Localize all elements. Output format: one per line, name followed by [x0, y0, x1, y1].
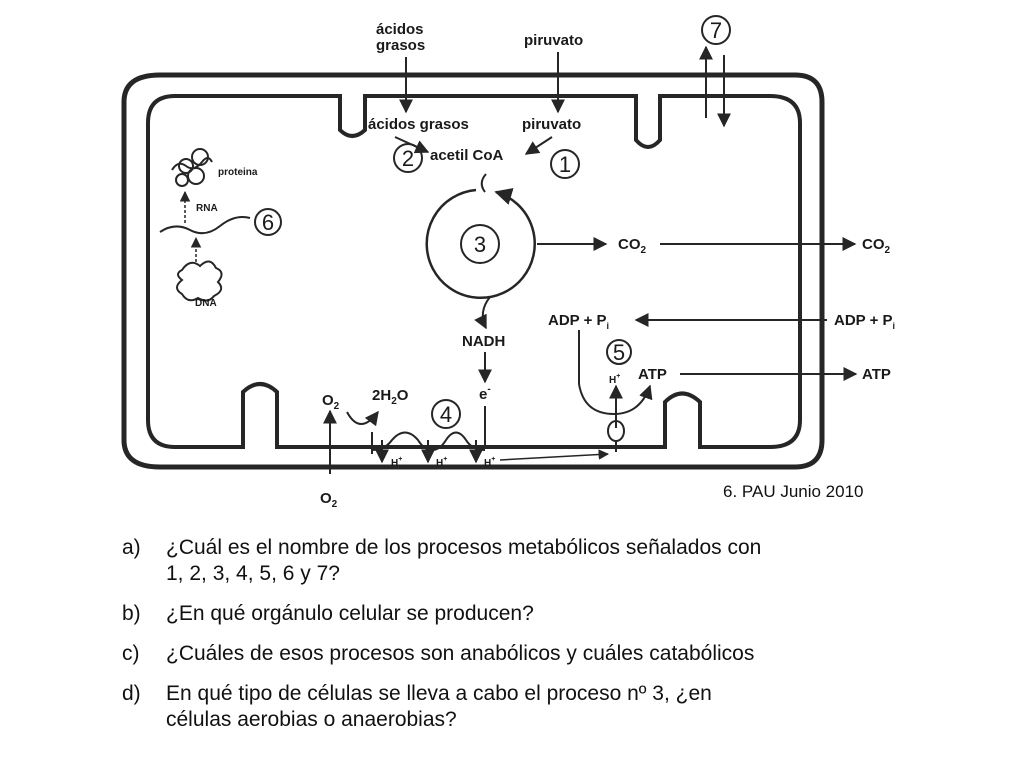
proton-label-atp: H+ [609, 373, 620, 386]
rna-label: RNA [196, 203, 218, 214]
svg-text:6: 6 [262, 210, 274, 235]
process-number-7: 7 [701, 15, 731, 45]
question-letter: b) [122, 602, 141, 625]
question-letter: c) [122, 642, 140, 665]
question-letter: a) [122, 536, 141, 559]
co2-outer-label: CO2 [862, 236, 891, 256]
krebs-cycle [425, 188, 536, 299]
process-number-4: 4 [431, 399, 461, 429]
proton-label-2: H+ [436, 456, 447, 469]
acetil-coa-label: acetil CoA [430, 147, 504, 164]
question-c: c) ¿Cuáles de esos procesos son anabólic… [122, 641, 1002, 667]
process-number-6: 6 [254, 208, 282, 236]
electron-label: e- [479, 384, 491, 403]
co2-inner-label: CO2 [618, 236, 647, 256]
proteina-label: proteina [218, 167, 258, 178]
cycle-to-nadh-arrow [474, 296, 491, 330]
o2-to-water-arrow [346, 410, 379, 427]
process-number-3: 3 [460, 224, 500, 264]
question-text: ¿Cuáles de esos procesos son anabólicos … [166, 642, 755, 665]
svg-text:1: 1 [559, 152, 571, 177]
cell-outer-wall [121, 72, 825, 470]
adp-outer-label: ADP + Pi [834, 312, 895, 331]
o2-inner-label: O2 [322, 392, 340, 412]
adp-inner-label: ADP + Pi [548, 312, 609, 331]
dna-blob [176, 260, 223, 302]
process-number-1: 1 [550, 149, 580, 179]
dna-label: DNA [195, 298, 217, 309]
protein-coil [171, 148, 213, 187]
o2-outer-label: O2 [320, 490, 338, 510]
atp-inner-label: ATP [638, 366, 667, 383]
question-text: ¿En qué orgánulo celular se producen? [166, 602, 534, 625]
piruvato-top-label: piruvato [524, 32, 583, 49]
question-text: ¿Cuál es el nombre de los procesos metab… [166, 536, 762, 559]
process-number-2: 2 [393, 143, 423, 173]
atp-synthase-arrow [578, 330, 653, 416]
question-d: d) En qué tipo de células se lleva a cab… [122, 681, 1002, 733]
acidos-grasos-inner-label: ácidos grasos [368, 116, 469, 133]
proton-gradient-arrow [499, 449, 610, 461]
question-text: En qué tipo de células se lleva a cabo e… [166, 682, 712, 705]
cell-inner-wall [146, 94, 802, 449]
rna-strand [159, 216, 251, 235]
svg-text:4: 4 [440, 402, 452, 427]
source-note: 6. PAU Junio 2010 [723, 482, 864, 501]
question-a: a) ¿Cuál es el nombre de los procesos me… [122, 535, 1002, 587]
proton-label-3: H+ [484, 456, 495, 469]
question-text-continued: 1, 2, 3, 4, 5, 6 y 7? [166, 562, 340, 585]
svg-text:2: 2 [402, 146, 414, 171]
svg-text:3: 3 [474, 232, 486, 257]
piruvato-inner-label: piruvato [522, 116, 581, 133]
metabolism-diagram: ácidos grasos piruvato ácidos grasos pir… [121, 15, 895, 510]
process-number-5: 5 [606, 339, 632, 365]
question-b: b) ¿En qué orgánulo celular se producen? [122, 601, 1002, 627]
question-letter: d) [122, 682, 141, 705]
svg-text:5: 5 [613, 340, 625, 365]
question-list: a) ¿Cuál es el nombre de los procesos me… [122, 535, 1002, 747]
nadh-label: NADH [462, 333, 505, 350]
atp-outer-label: ATP [862, 366, 891, 383]
acidos-grasos-top-label: ácidos grasos [376, 21, 428, 54]
acetil-to-cycle-arrow [480, 173, 487, 193]
question-text-continued: células aerobias o anaerobias? [166, 708, 457, 731]
proton-label-1: H+ [391, 456, 402, 469]
water-label: 2H2O [372, 387, 409, 407]
svg-text:7: 7 [710, 18, 722, 43]
piruvato-to-acetil-arrow [524, 136, 553, 155]
